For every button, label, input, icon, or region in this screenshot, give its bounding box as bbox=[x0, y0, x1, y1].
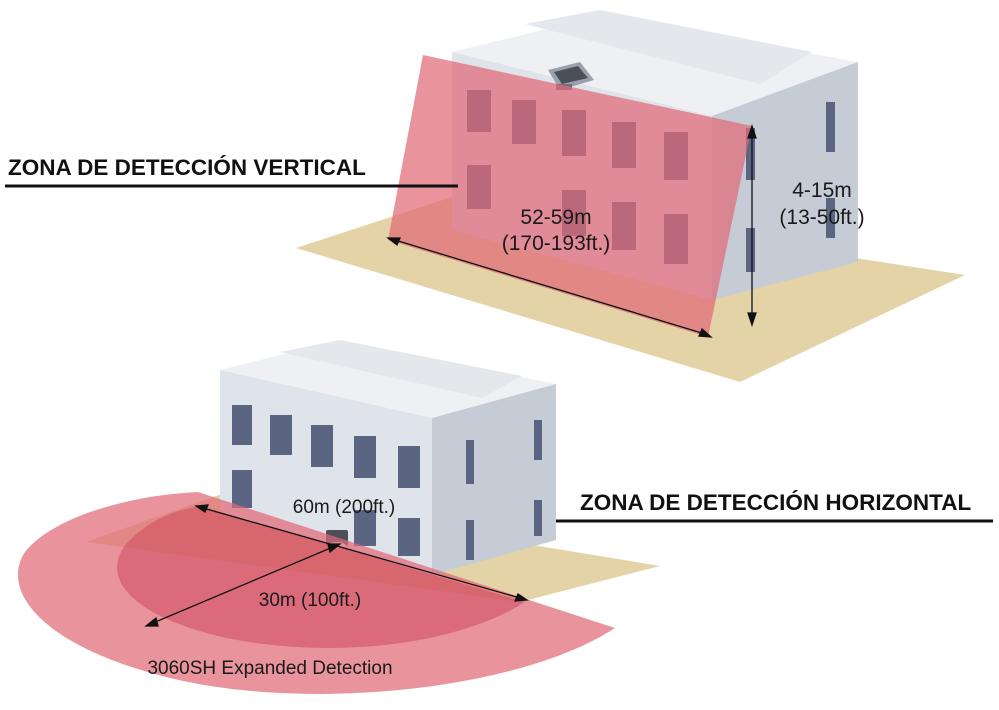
horizontal-scene: ZONA DE DETECCIÓN HORIZONTAL 60m (200ft.… bbox=[17, 340, 993, 694]
vertical-scene: ZONA DE DETECCIÓN VERTICAL 52-59m (170-1… bbox=[5, 10, 965, 382]
expanded-detection-label: 3060SH Expanded Detection bbox=[147, 658, 392, 679]
horizontal-width-label: 60m (200ft.) bbox=[293, 497, 395, 518]
roof-sensor-icon bbox=[548, 62, 594, 90]
horizontal-zone-title: ZONA DE DETECCIÓN HORIZONTAL bbox=[580, 490, 971, 515]
building-bottom-front-windows bbox=[232, 405, 420, 556]
vertical-height-arrow bbox=[747, 123, 757, 328]
building-bottom-roof-ridge bbox=[280, 340, 522, 398]
vertical-height-ft-label: (13-50ft.) bbox=[779, 206, 864, 229]
vertical-height-m-label: 4-15m bbox=[792, 179, 852, 202]
building-top-roof bbox=[452, 16, 858, 116]
vertical-detection-plane bbox=[388, 55, 752, 337]
vertical-width-arrow bbox=[386, 237, 713, 338]
building-bottom-side-windows bbox=[466, 420, 542, 560]
vertical-width-m-label: 52-59m bbox=[520, 206, 591, 229]
vertical-width-ft-label: (170-193ft.) bbox=[502, 232, 611, 255]
horizontal-depth-label: 30m (100ft.) bbox=[259, 590, 361, 611]
vertical-zone-title: ZONA DE DETECCIÓN VERTICAL bbox=[8, 155, 366, 180]
building-bottom-roof bbox=[220, 340, 556, 418]
building-top-side-windows bbox=[746, 102, 835, 272]
horizontal-depth-arrow bbox=[144, 543, 342, 627]
building-top-roof-ridge bbox=[525, 10, 812, 84]
horizontal-width-arrow bbox=[194, 504, 529, 602]
standard-detection-zone bbox=[116, 506, 526, 648]
building-bottom-side bbox=[432, 384, 556, 575]
